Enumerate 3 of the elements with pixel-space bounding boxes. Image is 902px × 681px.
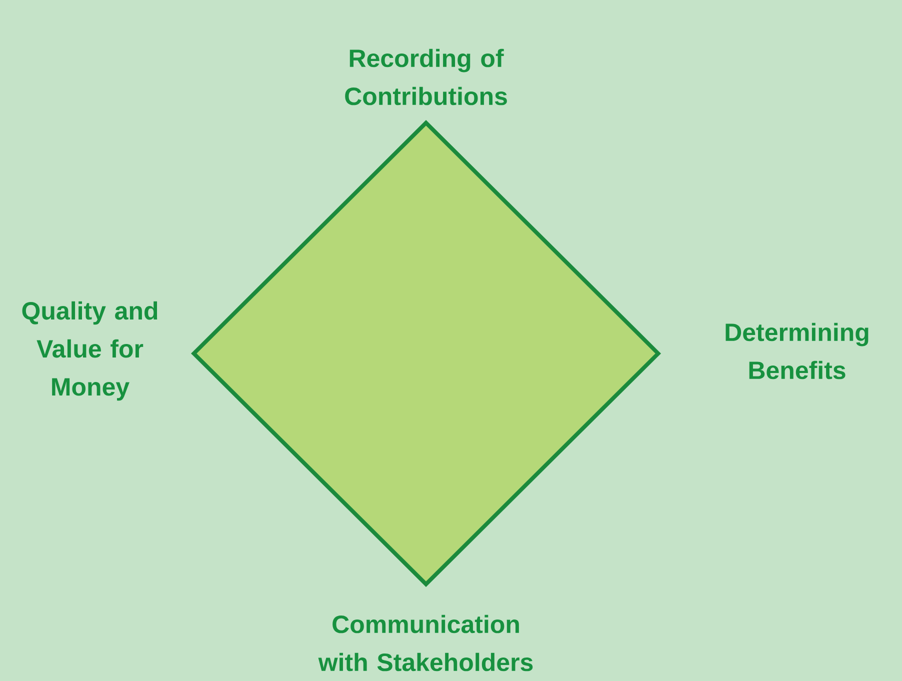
corner-label: Quality and Value for Money — [22, 301, 158, 401]
corner-label: Determining Benefits — [726, 322, 868, 380]
corner-label: Communication with Stakeholders — [318, 614, 533, 672]
